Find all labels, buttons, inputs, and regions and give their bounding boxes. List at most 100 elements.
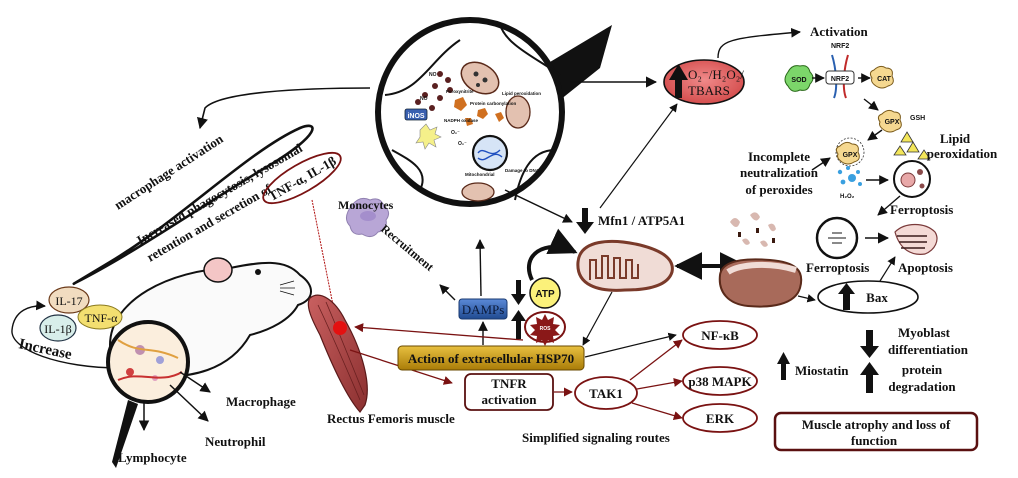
tnf-bubble: [77, 304, 123, 330]
miostatin-up-arrow: [777, 352, 790, 380]
mfn1-down-arrow: [576, 208, 594, 234]
arrow-damps-to-recruitment: [439, 284, 456, 301]
arrow-damps-to-cell: [475, 239, 486, 297]
bax-label: Bax: [866, 290, 888, 305]
cell-label-peroxynitrite: Peroxynitrite: [446, 89, 474, 94]
cell-label-o2a: O₂⁻: [451, 130, 460, 136]
cell-label-damage-dna: Damage to DNA: [505, 168, 540, 173]
gsh-label: GSH: [910, 115, 925, 122]
cell-label-mitochondrial: Mitochondrial: [465, 172, 495, 177]
muscle-hotspot: [333, 321, 347, 335]
monocyte-cell: [346, 197, 390, 238]
cell-magnifier-handle: [545, 25, 612, 100]
protein-up-arrow: [860, 362, 879, 393]
cat-blob: [869, 65, 894, 89]
damaged-mitochondrion: [718, 212, 803, 308]
macrophage-label: Macrophage: [226, 394, 296, 409]
h2o2-label: H₂O₂: [840, 194, 855, 200]
arrow-tak1-erk: [631, 402, 683, 421]
neutrophil-label: Neutrophil: [205, 434, 266, 449]
apoptosis-cell: [894, 223, 938, 255]
apoptosis-label: Apoptosis: [898, 260, 953, 275]
myoblast-line2: differentiation: [888, 342, 969, 357]
incomplete-line1: Incomplete: [748, 149, 810, 164]
arrow-neutrophil: [169, 384, 209, 422]
p38-ellipse: [682, 366, 758, 396]
myoblast-line1: Myoblast: [898, 325, 951, 340]
atrophy-line1: Muscle atrophy and loss of: [802, 417, 951, 432]
arrow-hsp70-nfkb: [584, 332, 677, 358]
arrow-bax-apoptosis: [879, 256, 896, 282]
nfkb-label: NF-κB: [701, 328, 739, 343]
tnfr-box: [464, 373, 554, 411]
atp-down-arrow: [511, 280, 526, 305]
il17-bubble: [48, 286, 90, 314]
tnf-label: TNF-α: [85, 311, 119, 325]
ferroptosis-cell-top: [893, 160, 931, 198]
atp-circle: [529, 277, 561, 309]
miostatin-label: Miostatin: [795, 363, 849, 378]
cell-magnifier: iNOS NO NO Peroxynitrite Protein carbony…: [375, 17, 612, 207]
ros-ellipse: [663, 59, 745, 105]
arrow-macrophage: [179, 371, 211, 393]
cell-label-o2b: O₂⁻: [458, 141, 467, 147]
arrow-gpx1-gpx2: [867, 129, 883, 141]
cat-label: CAT: [877, 76, 892, 83]
arrow-ros-to-activation: [717, 27, 801, 59]
erk-ellipse: [682, 403, 758, 433]
mfn1-label: Mfn1 / ATP5A1: [598, 213, 685, 228]
magnifier-handle: [112, 400, 138, 468]
damps-box: [458, 298, 508, 320]
arrow-to-macrophage-activation: [197, 87, 371, 130]
arrow-ros-to-muscle: [354, 323, 524, 341]
ros-ellipse-line1: O₂⁻/H₂O₂/: [688, 67, 744, 82]
lipid-peroxidation-line1: Lipid: [940, 131, 971, 146]
loop-outline: [72, 124, 314, 285]
ferroptosis-cell-bottom: [815, 216, 859, 260]
ros-up-arrow: [511, 310, 526, 339]
hsp70-box: [397, 345, 585, 371]
rectus-femoris-muscle: [307, 294, 368, 413]
gpx1-label: GPX: [885, 119, 900, 126]
tnfr-line1: TNFR: [491, 376, 527, 391]
ferroptosis-bottom-label: Ferroptosis: [806, 260, 869, 275]
erk-label: ERK: [706, 411, 735, 426]
arrow-tak1-nfkb: [629, 339, 683, 381]
gpx2-halo: [835, 137, 865, 167]
atrophy-box: [773, 411, 979, 452]
tissue-magnifier: [106, 320, 190, 468]
atp-to-mito-curve: [526, 228, 578, 281]
arrow-ferro-top-to-bottom: [877, 195, 901, 216]
lipid-triangles: [893, 131, 931, 160]
bax-up-arrow: [838, 283, 855, 310]
cell-label-no1: NO: [429, 72, 437, 78]
arrow-cell-to-mfn1: [504, 189, 573, 223]
gpx1-blob: [877, 109, 902, 133]
cell-label-nadph-oxidase: NADPH oxidase: [444, 118, 479, 123]
tak1-ellipse: [574, 376, 638, 410]
inos-box: [404, 108, 428, 121]
hsp70-label: Action of extracellular HSP70: [408, 351, 574, 366]
damps-label: DAMPs: [462, 302, 505, 317]
monocytes-label: Monocytes: [338, 198, 394, 212]
left-panel: macrophage activation Increased phagocyt…: [11, 87, 371, 468]
ros-ellipse-line2: TBARS: [688, 83, 730, 98]
activation-label: Activation: [810, 24, 869, 39]
cell-label-protein-carbonylation: Protein carbonylation: [470, 101, 517, 106]
nrf2-top-label: NRF2: [831, 43, 849, 50]
arrow-damaged-mito-to-bax: [797, 294, 816, 303]
lymphocyte-label: Lymphocyte: [118, 450, 187, 465]
tnfr-line2: activation: [482, 392, 538, 407]
lipid-peroxidation-line2: peroxidation: [927, 146, 998, 161]
arrow-nrf2-gpx: [863, 98, 879, 111]
signaling-caption: Simplified signaling routes: [522, 430, 670, 445]
nrf2-label: NRF2: [831, 76, 849, 83]
protein-line2: degradation: [888, 379, 956, 394]
sod-label: SOD: [791, 77, 806, 84]
atp-label: ATP: [535, 289, 555, 300]
cell-label-lipid-peroxidation: Lipid peroxidation: [502, 91, 541, 96]
il1b-label: IL-1β: [44, 322, 71, 336]
arrow-mfn1-to-ros: [599, 103, 678, 209]
il1b-bubble: [39, 314, 77, 342]
